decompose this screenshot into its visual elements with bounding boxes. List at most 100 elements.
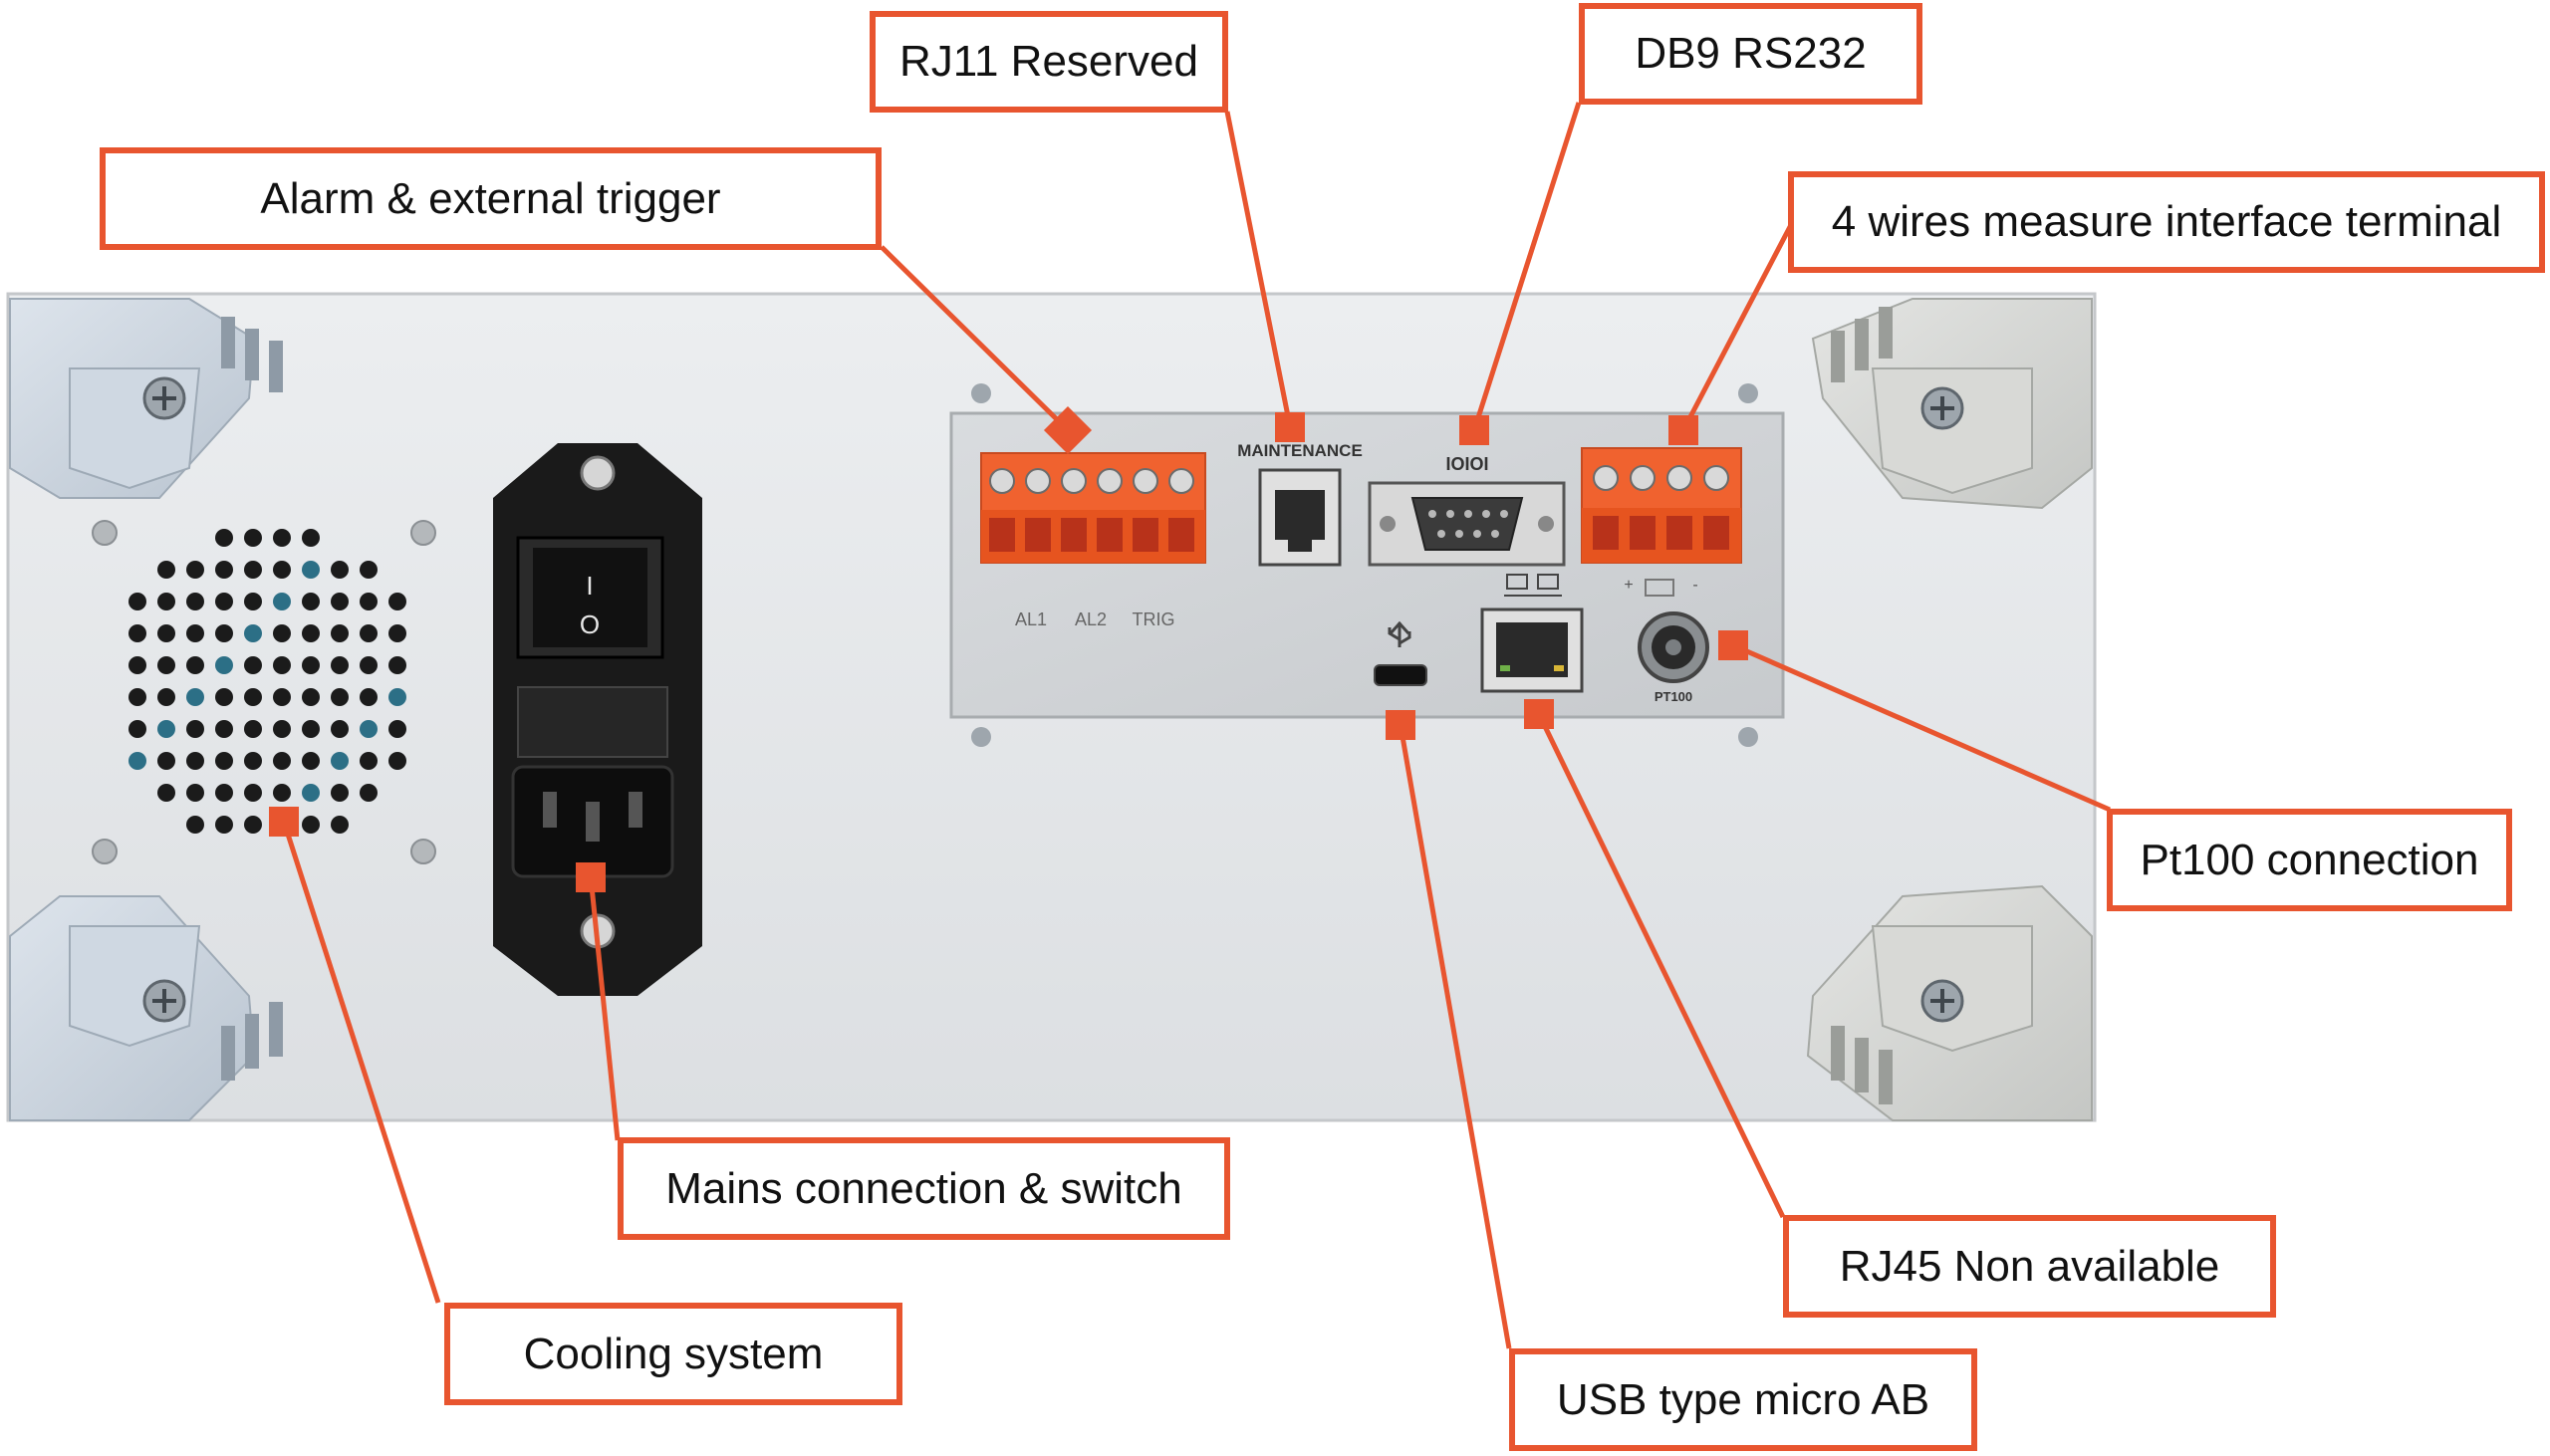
terminal-screw bbox=[1025, 468, 1051, 494]
alarm-terminal-block[interactable] bbox=[980, 452, 1206, 564]
grille-hole bbox=[302, 784, 320, 802]
callout-alarm: Alarm & external trigger bbox=[100, 147, 882, 250]
grille-hole bbox=[186, 752, 204, 770]
grille-hole bbox=[244, 529, 262, 547]
rj11-port[interactable] bbox=[1258, 468, 1342, 567]
callout-usb-text: USB type micro AB bbox=[1556, 1374, 1930, 1424]
leader-four-wire bbox=[1680, 219, 1796, 432]
grille-hole bbox=[128, 593, 146, 610]
network-icon bbox=[1504, 574, 1562, 597]
four-wire-terminal-block[interactable] bbox=[1581, 447, 1742, 564]
grille-hole bbox=[186, 688, 204, 706]
grille-hole bbox=[244, 656, 262, 674]
grille-hole bbox=[157, 688, 175, 706]
switch-on-mark: I bbox=[586, 571, 593, 601]
grille-hole bbox=[215, 561, 233, 579]
grille-hole bbox=[128, 688, 146, 706]
terminal-slot bbox=[1097, 518, 1123, 552]
grille-hole bbox=[273, 688, 291, 706]
grille-hole bbox=[244, 593, 262, 610]
terminal-slot bbox=[1593, 516, 1619, 550]
usb-icon bbox=[1388, 620, 1411, 647]
al2-label: AL2 bbox=[1075, 609, 1107, 629]
grille-hole bbox=[302, 688, 320, 706]
grille-hole bbox=[360, 784, 378, 802]
grille-hole bbox=[244, 561, 262, 579]
pt100-connector[interactable] bbox=[1638, 611, 1709, 683]
leader-pt100 bbox=[1731, 642, 2112, 813]
grille-hole bbox=[331, 784, 349, 802]
grille-hole bbox=[388, 720, 406, 738]
grille-hole bbox=[331, 656, 349, 674]
grille-hole bbox=[244, 784, 262, 802]
serial-label: IOIOI bbox=[1445, 454, 1488, 474]
grille-hole bbox=[273, 752, 291, 770]
grille-hole bbox=[157, 656, 175, 674]
grille-hole bbox=[186, 720, 204, 738]
grille-hole bbox=[186, 656, 204, 674]
grille-hole bbox=[360, 593, 378, 610]
grille-hole bbox=[244, 624, 262, 642]
terminal-slot bbox=[1025, 518, 1051, 552]
plus-mark: + bbox=[1624, 577, 1633, 594]
grille-hole bbox=[186, 816, 204, 834]
grille-hole bbox=[331, 688, 349, 706]
grille-hole bbox=[157, 624, 175, 642]
terminal-screw bbox=[1133, 468, 1158, 494]
terminal-screw bbox=[1703, 465, 1729, 491]
terminal-slot bbox=[1168, 518, 1194, 552]
grille-hole bbox=[360, 688, 378, 706]
grille-hole bbox=[273, 561, 291, 579]
callout-db9: DB9 RS232 bbox=[1579, 3, 1922, 105]
grille-hole bbox=[273, 624, 291, 642]
grille-hole bbox=[244, 720, 262, 738]
grille-hole bbox=[273, 720, 291, 738]
callout-pt100-text: Pt100 connection bbox=[2140, 835, 2479, 884]
callout-usb: USB type micro AB bbox=[1509, 1348, 1977, 1451]
grille-hole bbox=[360, 752, 378, 770]
grille-hole bbox=[331, 816, 349, 834]
maintenance-label: MAINTENANCE bbox=[1237, 441, 1363, 460]
grille-hole bbox=[186, 624, 204, 642]
terminal-screw bbox=[1061, 468, 1087, 494]
grille-hole bbox=[360, 720, 378, 738]
grille-hole bbox=[244, 816, 262, 834]
grille-hole bbox=[273, 529, 291, 547]
grille-hole bbox=[215, 816, 233, 834]
usb-micro-port[interactable] bbox=[1374, 664, 1427, 686]
rj45-port[interactable] bbox=[1480, 607, 1584, 693]
grille-hole bbox=[388, 688, 406, 706]
minus-mark: - bbox=[1692, 577, 1697, 594]
power-entry-module[interactable]: I O bbox=[493, 443, 702, 996]
grille-hole bbox=[302, 656, 320, 674]
trig-label: TRIG bbox=[1133, 609, 1175, 629]
callout-rj45: RJ45 Non available bbox=[1783, 1215, 2276, 1318]
terminal-screw bbox=[1168, 468, 1194, 494]
terminal-slot bbox=[1703, 516, 1729, 550]
terminal-slot bbox=[1061, 518, 1087, 552]
leader-mains bbox=[588, 875, 621, 1141]
switch-off-mark: O bbox=[580, 609, 600, 639]
grille-hole bbox=[186, 784, 204, 802]
db9-connector[interactable] bbox=[1368, 481, 1566, 567]
grille-hole bbox=[157, 561, 175, 579]
grille-hole bbox=[331, 720, 349, 738]
callout-rj11-text: RJ11 Reserved bbox=[899, 37, 1198, 86]
grille-hole bbox=[331, 561, 349, 579]
grille-hole bbox=[215, 624, 233, 642]
leader-endpoints bbox=[269, 405, 1748, 892]
al1-label: AL1 bbox=[1015, 609, 1047, 629]
leader-rj45 bbox=[1536, 712, 1786, 1219]
grille-hole bbox=[331, 593, 349, 610]
grille-hole bbox=[331, 752, 349, 770]
callout-mains: Mains connection & switch bbox=[618, 1137, 1230, 1240]
callout-alarm-text: Alarm & external trigger bbox=[260, 173, 721, 223]
grille-hole bbox=[186, 561, 204, 579]
callout-cooling-text: Cooling system bbox=[523, 1329, 824, 1378]
grille-hole bbox=[215, 752, 233, 770]
foot-bottom-left bbox=[9, 895, 283, 1121]
leader-rj11 bbox=[1224, 111, 1293, 427]
foot-top-right bbox=[1811, 298, 2093, 510]
grille-hole bbox=[360, 624, 378, 642]
foot-top-left bbox=[9, 298, 283, 499]
